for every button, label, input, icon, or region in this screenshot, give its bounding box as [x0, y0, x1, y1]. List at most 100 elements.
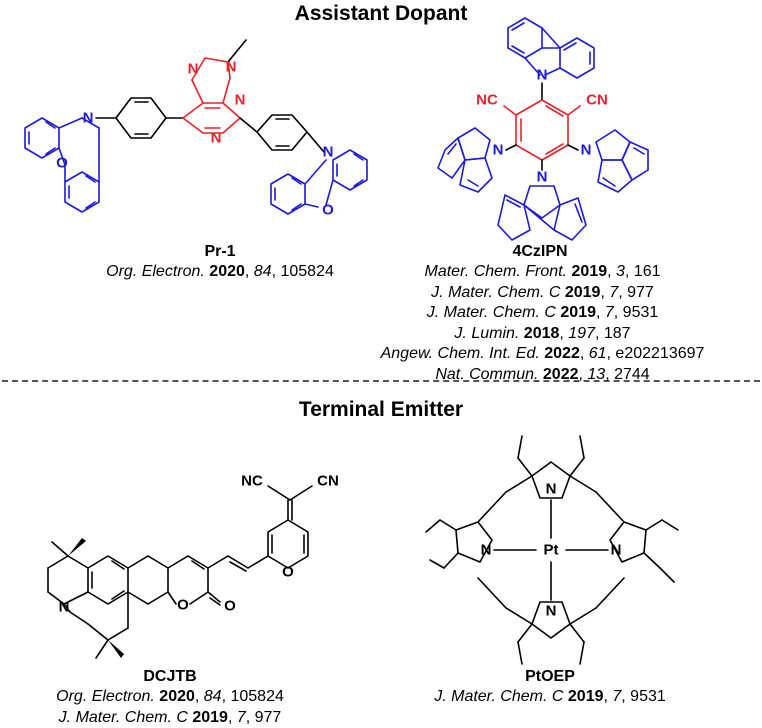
reference-year: 2020 [159, 688, 195, 705]
reference-line: Mater. Chem. Front. 2019, 3, 161 [424, 263, 661, 280]
ptoep-n-bottom: N [546, 603, 557, 620]
ptoep-n-left: N [481, 542, 492, 559]
reference-line: Org. Electron. 2020, 84, 105824 [106, 263, 334, 280]
reference-line: Angew. Chem. Int. Ed. 2022, 61, e2022136… [380, 345, 705, 362]
pr1-name: Pr-1 [204, 243, 236, 260]
pr1-left-phenyl [115, 97, 167, 139]
cz4ipn-nc-left: NC [476, 92, 498, 109]
reference-journal: J. Mater. Chem. C [431, 283, 561, 301]
ptoep-structure: N N N N Pt [425, 435, 679, 665]
pr1-n-right: N [323, 144, 334, 161]
reference-page: 9531 [622, 304, 659, 321]
reference-journal: J. Lumin. [454, 324, 520, 342]
reference-year: 2018 [523, 324, 560, 342]
cz4ipn-central-ring [503, 99, 581, 161]
reference-line: Org. Electron. 2020, 84, 105824 [56, 688, 284, 705]
reference-line: J. Mater. Chem. C 2019, 7, 977 [58, 708, 282, 726]
dcjtb-o-ring: O [177, 597, 189, 614]
pr1-right-phenoxazine [270, 149, 368, 215]
cz4ipn-top-carbazole [507, 17, 595, 79]
reference-line: J. Lumin. 2018, 197, 187 [454, 324, 631, 342]
pr1-n-imid1: N [188, 61, 199, 78]
pr1-n-left: N [83, 110, 94, 127]
reference-volume: 197 [568, 324, 595, 342]
reference-volume: 7 [236, 708, 246, 726]
terminal-emitter-title: Terminal Emitter [298, 398, 464, 421]
reference-volume: 7 [609, 283, 619, 301]
section-divider [2, 380, 760, 382]
reference-journal: Nat. Commun. [435, 365, 539, 383]
reference-year: 2020 [209, 263, 245, 280]
reference-year: 2019 [560, 304, 596, 321]
reference-line: Nat. Commun. 2022, 13, 2744 [435, 365, 650, 383]
ptoep-pt: Pt [544, 542, 559, 559]
reference-year: 2022 [542, 365, 579, 383]
assistant-dopant-title: Assistant Dopant [294, 2, 468, 25]
pr1-refs: Org. Electron. 2020, 84, 105824 [40, 262, 400, 283]
cz4ipn-n-bottom: N [537, 169, 548, 186]
reference-volume: 61 [588, 345, 607, 362]
pr1-n-pyr2: N [211, 130, 222, 147]
cz4ipn-cn-right: CN [586, 92, 608, 109]
dcjtb-cn: CN [317, 473, 339, 490]
pr1-n-pyr1: N [235, 92, 246, 109]
ptoep-refs: J. Mater. Chem. C 2019, 7, 9531 [400, 687, 700, 708]
reference-page: 9531 [630, 688, 666, 705]
pr1-right-phenyl [256, 114, 308, 151]
cz4ipn-n-left: N [493, 142, 504, 159]
reference-line: J. Mater. Chem. C 2019, 7, 9531 [426, 304, 659, 321]
ptoep-name: PtOEP [525, 668, 575, 685]
dcjtb-o-pyran: O [282, 564, 294, 581]
reference-line: J. Mater. Chem. C 2019, 7, 9531 [434, 688, 666, 705]
pr1-structure: N O N N N N [24, 39, 368, 219]
dcjtb-structure: N O O O NC CN [47, 473, 339, 659]
reference-page: 105824 [280, 263, 334, 280]
pr1-purine-core [182, 39, 247, 134]
cz4ipn-refs: Mater. Chem. Front. 2019, 3, 161 J. Mater… [350, 262, 735, 385]
ptoep-n-top: N [546, 481, 557, 498]
dcjtb-pyran-ring [267, 519, 309, 569]
reference-volume: 7 [612, 688, 622, 705]
pr1-n-imid2: N [226, 59, 237, 76]
reference-year: 2019 [571, 263, 608, 280]
dcjtb-julolidine-benzene [87, 555, 129, 605]
reference-journal: J. Mater. Chem. C [434, 688, 564, 705]
reference-page: e202213697 [615, 345, 705, 362]
reference-journal: J. Mater. Chem. C [426, 304, 556, 321]
reference-year: 2019 [564, 283, 601, 301]
reference-journal: Org. Electron. [56, 688, 155, 705]
pr1-o-right: O [322, 202, 334, 219]
reference-page: 105824 [230, 688, 284, 705]
dcjtb-o-carbonyl: O [224, 598, 236, 615]
reference-volume: 13 [587, 365, 606, 383]
cz4ipn-right-carbazole [595, 129, 649, 193]
reference-page: 161 [633, 263, 661, 280]
dcjtb-name: DCJTB [143, 668, 197, 685]
reference-page: 187 [603, 324, 631, 342]
cz4ipn-n-top: N [537, 67, 548, 84]
reference-page: 977 [627, 283, 654, 301]
dcjtb-nc: NC [241, 473, 263, 490]
reference-page: 2744 [614, 365, 650, 383]
cz4ipn-bottom-carbazole [497, 185, 587, 241]
reference-year: 2022 [544, 345, 580, 362]
dcjtb-refs: Org. Electron. 2020, 84, 105824 J. Mater.… [20, 687, 320, 728]
cz4ipn-structure: N NC CN N N N [437, 17, 649, 241]
reference-journal: Org. Electron. [106, 263, 205, 280]
pr1-left-phenoxazine [24, 117, 100, 213]
ptoep-n-right: N [611, 542, 622, 559]
reference-page: 977 [254, 708, 282, 726]
reference-volume: 84 [203, 688, 222, 705]
reference-journal: Mater. Chem. Front. [424, 263, 568, 280]
reference-year: 2019 [567, 688, 604, 705]
cz4ipn-left-carbazole [437, 127, 493, 193]
cz4ipn-name: 4CzIPN [512, 243, 568, 260]
reference-line: J. Mater. Chem. C 2019, 7, 977 [431, 283, 654, 301]
reference-journal: J. Mater. Chem. C [58, 708, 188, 726]
pr1-o-left: O [56, 155, 68, 172]
dcjtb-n: N [59, 599, 70, 616]
reference-year: 2019 [192, 708, 228, 726]
reference-volume: 7 [604, 304, 614, 321]
cz4ipn-n-right: N [581, 142, 592, 159]
